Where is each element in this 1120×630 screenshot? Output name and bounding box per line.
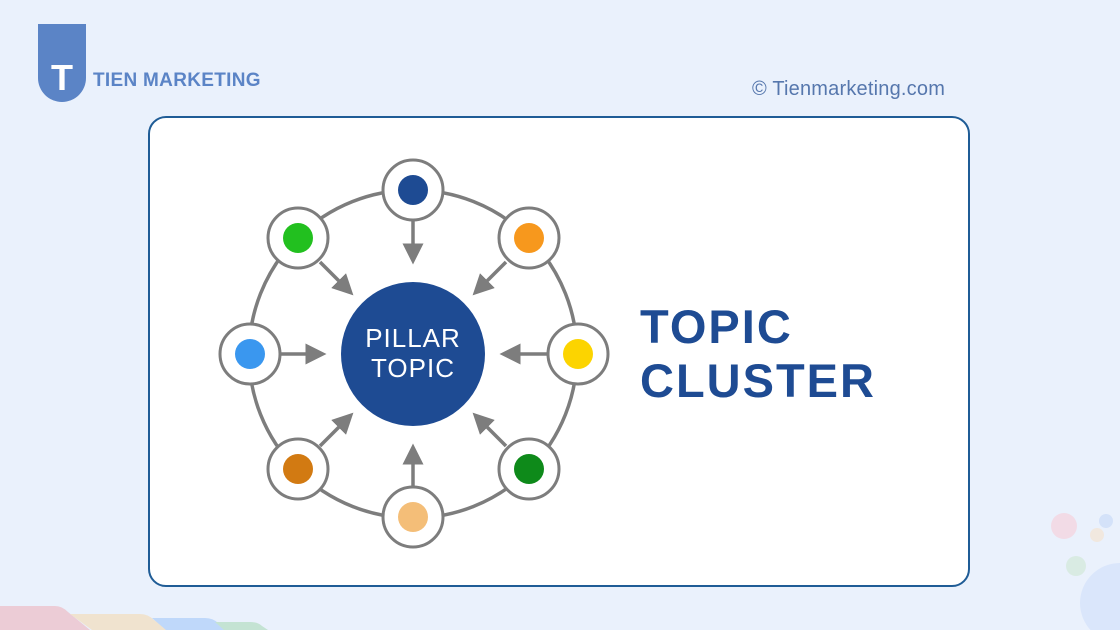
cluster-node-top-right [497,206,561,270]
topic-cluster-diagram: PILLAR TOPIC [218,158,610,549]
cluster-node-top-left [266,206,330,270]
svg-text:T: T [51,57,73,98]
cluster-node-bottom-left [266,437,330,501]
pillar-label-line1: PILLAR [365,323,461,353]
decorative-bubbles [1051,513,1120,630]
connector-arrows [278,220,548,488]
cluster-node-right [546,322,610,386]
pillar-label-line2: TOPIC [371,353,455,383]
cluster-node-bottom-right [497,437,561,501]
copyright-text: © Tienmarketing.com [752,78,946,100]
cluster-node-left [218,322,282,386]
decorative-color-tabs [0,606,268,630]
topic-cluster-card: PILLAR TOPIC TOPIC CLUSTER [148,116,970,587]
cluster-node-top [381,158,445,222]
topic-cluster-title: TOPIC CLUSTER [640,300,876,408]
tien-marketing-logo-icon: T [38,24,86,102]
brand-name: TIEN MARKETING [93,70,261,91]
title-line1: TOPIC [640,300,793,353]
cluster-node-bottom [381,485,445,549]
pillar-topic-circle [341,282,485,426]
title-line2: CLUSTER [640,354,876,407]
